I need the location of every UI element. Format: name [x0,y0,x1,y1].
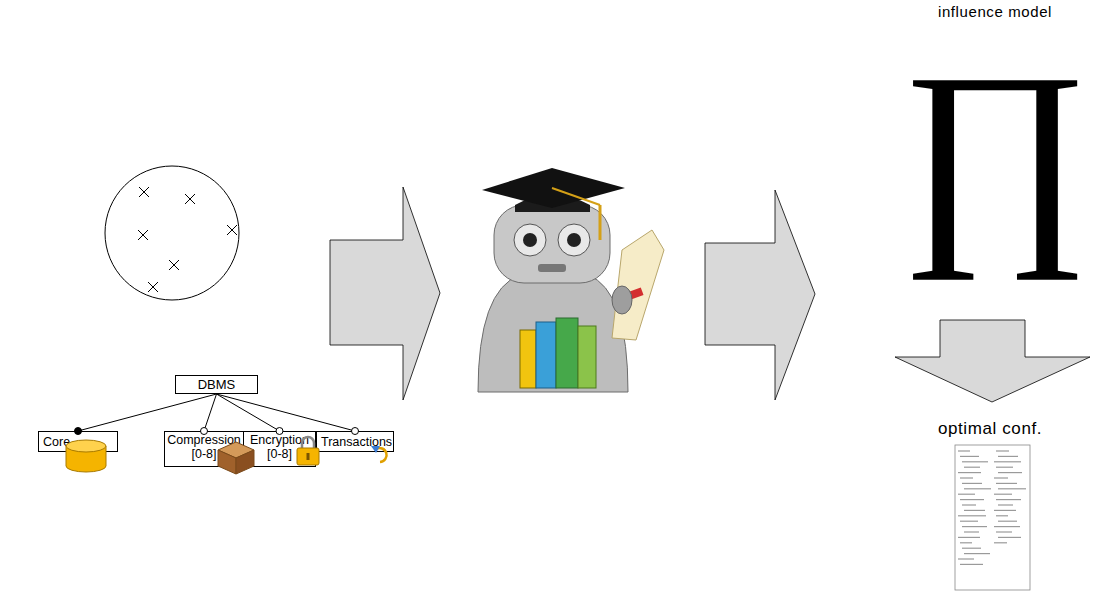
sample-cross [185,194,195,204]
code-line [996,450,1009,451]
code-line [998,504,1013,505]
robot-eye [514,224,546,256]
box-side [218,450,236,474]
output-label: optimal conf. [885,420,1095,437]
code-line [962,548,981,549]
code-line [958,450,970,451]
sample-space [105,166,239,300]
code-line [994,494,1012,495]
code-line [962,504,976,505]
code-line [962,526,987,527]
robot-body [478,275,628,392]
feature-tree-edge [204,394,217,431]
heading-label: influence model [895,4,1095,19]
sample-crosses [138,187,237,292]
code-line [964,531,979,532]
code-line [964,510,985,511]
book [520,330,536,388]
code-line [994,461,1021,462]
optional-marker [201,428,208,435]
book [536,322,556,388]
code-line [996,483,1017,484]
sample-cross [169,260,179,270]
root-feature-box: DBMS [175,375,258,394]
code-line [964,553,990,554]
cylinder-top [66,440,106,452]
robot-head [494,205,610,283]
code-line [958,472,981,473]
block-arrow [330,187,440,400]
box-icon [218,442,254,474]
document-page [955,445,1030,590]
code-line [964,488,991,489]
cap-tassel [599,205,602,240]
box-side [236,450,254,474]
code-line [998,537,1021,538]
robot-eye [558,224,590,256]
sample-cross [148,282,158,292]
code-line [996,531,1012,532]
robot-pupil [567,233,581,247]
code-line [994,526,1020,527]
code-line [960,521,978,522]
lock-icon [297,437,319,465]
code-lines [958,451,1026,564]
code-line [996,515,1008,516]
database-icon [66,440,106,472]
code-line [960,477,973,478]
cap-tassel [552,188,600,205]
feature-tree-edge [217,394,356,431]
undo-head [371,446,380,453]
code-line [962,483,982,484]
code-line [958,494,975,495]
code-line [960,499,984,500]
code-line [996,467,1013,468]
lock-shackle [302,437,314,449]
block-arrow [705,190,815,400]
lock-keyhole [307,453,310,460]
mortarboard [482,168,625,208]
feature-tree-edge [217,394,280,431]
code-line [998,456,1018,457]
code-line [994,542,1007,543]
code-line [962,461,988,462]
code-line [994,510,1016,511]
book [578,326,596,388]
code-line [964,467,980,468]
code-line [958,558,974,559]
product-symbol: ∏ [895,39,1095,269]
sample-circle [105,166,239,300]
code-line [998,521,1017,522]
sample-cross [138,230,148,240]
code-line [994,477,1008,478]
feature-tree-edge [78,394,217,431]
optional-marker [276,428,283,435]
mandatory-marker [75,428,82,435]
code-line [958,537,980,538]
code-document [955,445,1030,590]
robot-pupil [523,233,537,247]
undo-icon [371,446,387,462]
sample-cross [227,225,237,235]
code-line [998,488,1026,489]
code-line [998,472,1022,473]
book [556,318,578,388]
down-arrow [895,320,1090,402]
robot-hand [612,286,632,314]
code-line [960,456,979,457]
robot-graduate [478,168,664,392]
diploma-scroll [612,230,664,340]
code-line [958,515,986,516]
code-line [960,542,972,543]
feature-name: Transactions [321,435,392,449]
code-line [960,564,983,565]
feature-name: DBMS [198,378,236,392]
lock-body [297,448,319,465]
optional-marker [352,428,359,435]
robot-mouth [538,264,566,272]
code-line [996,499,1021,500]
sample-cross [139,187,149,197]
